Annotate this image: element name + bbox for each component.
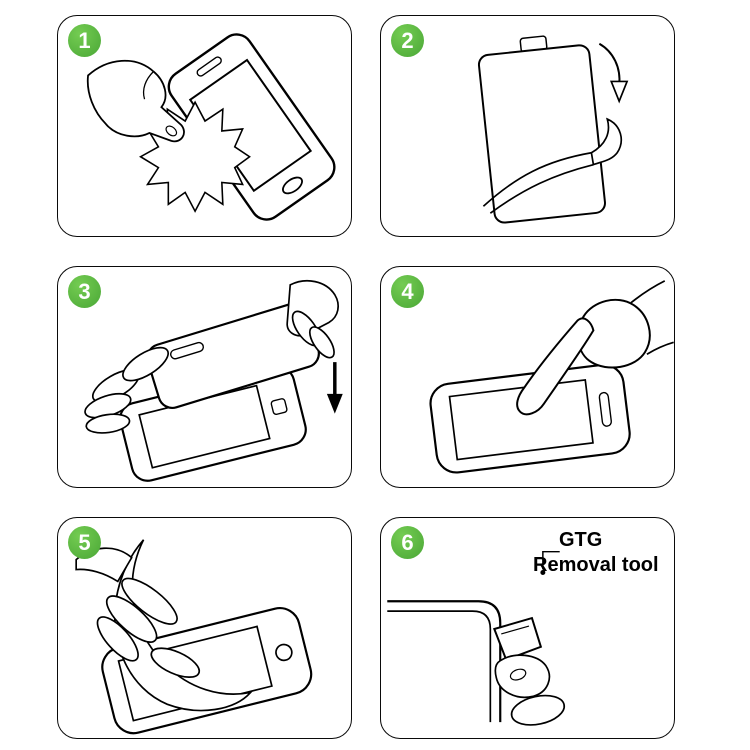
steps-grid: 1 2 [57,15,675,739]
step-number-badge: 2 [391,24,424,57]
step-number-badge: 3 [68,275,101,308]
holding-fingers-icon [494,654,566,726]
step-number-badge: 5 [68,526,101,559]
panel-step-5: 5 [57,517,352,739]
step-number-badge: 1 [68,24,101,57]
step5-illustration-smooth-film [75,539,313,735]
label-leader-line [540,550,560,575]
step-number-badge: 4 [391,275,424,308]
step1-illustration-clean-screen [86,33,336,221]
cleaning-cloth-illustration [139,100,251,213]
panel-step-6: 6 [380,517,675,739]
step4-illustration-press-center [429,280,674,474]
step6-illustration-removal-tool [387,550,566,726]
panel-step-1: 1 [57,15,352,237]
panel-step-2: 2 [380,15,675,237]
panel-step-4: 4 [380,266,675,488]
panel-step-3: 3 [57,266,352,488]
screen-protector-illustration [477,35,606,224]
removal-tool-icon [492,616,543,661]
peel-direction-arrow-icon [598,42,629,104]
peeling-film-illustration [482,117,623,214]
thumb-icon [122,346,169,382]
pressing-hand-icon [516,280,674,416]
removal-tool-label-line2: Removal tool [533,554,659,576]
screen-corner-illustration [387,600,502,723]
step2-illustration-peel-film [477,35,629,224]
down-arrow-icon [326,362,343,414]
step3-illustration-align-glass [84,279,343,482]
removal-tool-label-line1: GTG [559,529,603,551]
hand-icon [86,59,185,143]
smoothing-hand-icon [75,547,201,678]
phone-illustration [429,363,631,474]
removal-tool-label: GTG Removal tool [533,528,659,578]
step-number-badge: 6 [391,526,424,559]
right-hand-icon [286,279,339,359]
